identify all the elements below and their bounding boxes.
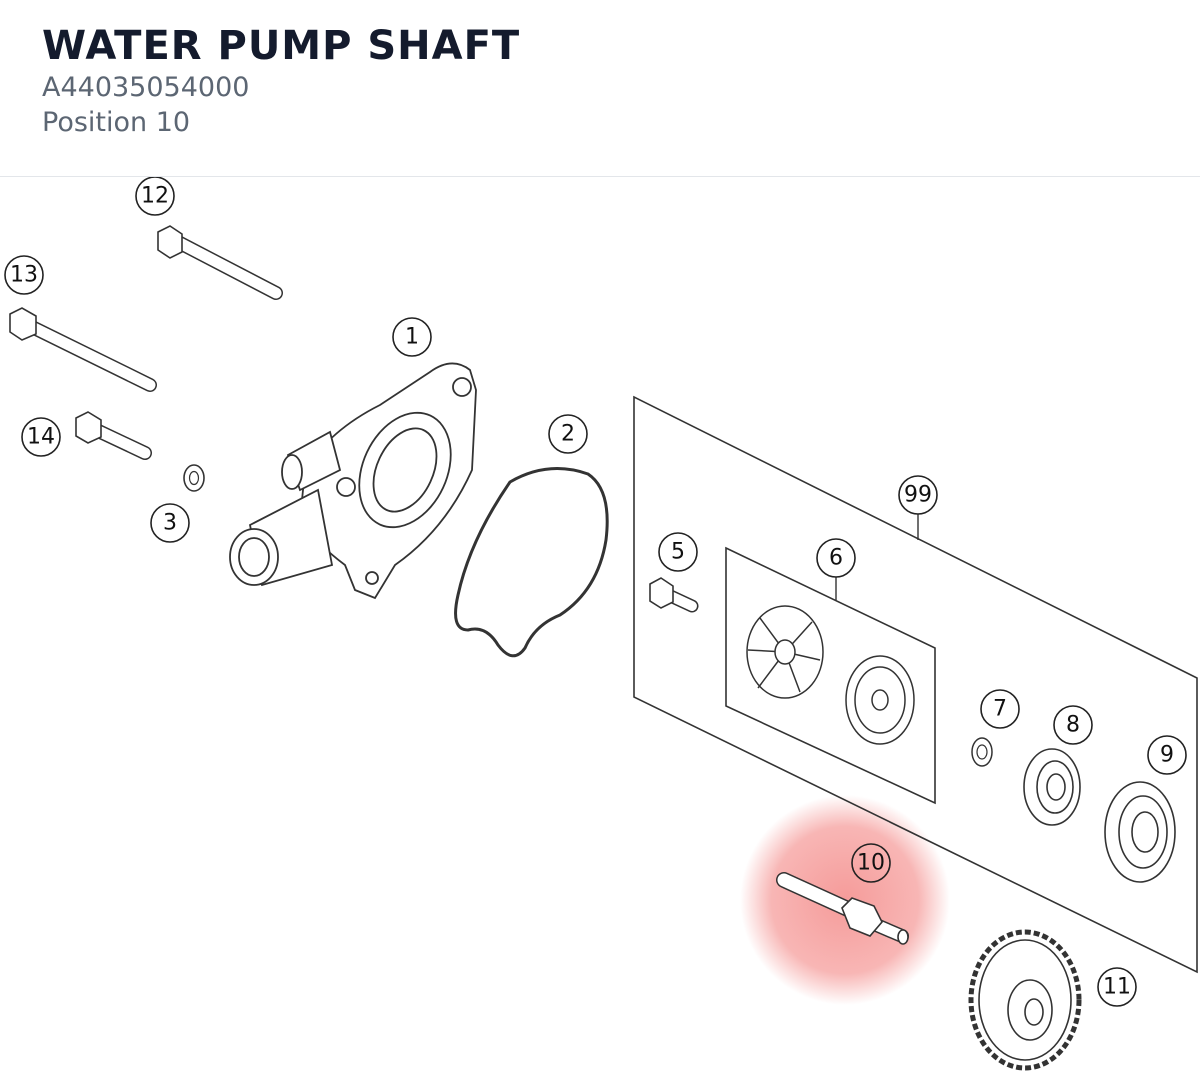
callout-11: 11 bbox=[1103, 975, 1131, 1000]
part-number: A44035054000 bbox=[42, 72, 250, 103]
seal-disc-6 bbox=[845, 655, 915, 745]
callout-10: 10 bbox=[857, 851, 885, 876]
bolt-13 bbox=[9, 307, 157, 392]
part-header: WATER PUMP SHAFT A44035054000 Position 1… bbox=[0, 0, 1200, 177]
callout-circle-13[interactable] bbox=[4, 255, 44, 295]
bolt-14 bbox=[75, 411, 152, 460]
bolt-5 bbox=[649, 577, 699, 613]
bearing-8 bbox=[1023, 748, 1081, 826]
part-title: WATER PUMP SHAFT bbox=[42, 23, 521, 69]
callout-circle-11[interactable] bbox=[1097, 967, 1137, 1007]
water-pump-shaft-10 bbox=[776, 872, 909, 945]
callout-9: 9 bbox=[1160, 743, 1174, 768]
callout-99: 99 bbox=[904, 483, 932, 508]
gear-11 bbox=[968, 929, 1082, 1071]
callout-1: 1 bbox=[405, 325, 419, 350]
callout-13: 13 bbox=[10, 263, 38, 288]
callout-circle-3[interactable] bbox=[150, 503, 190, 543]
callout-circle-7[interactable] bbox=[980, 689, 1020, 729]
gasket-2 bbox=[454, 467, 609, 658]
kit-6-frame bbox=[725, 546, 936, 805]
part-position: Position 10 bbox=[42, 107, 191, 138]
callout-circle-8[interactable] bbox=[1053, 705, 1093, 745]
callout-circle-10[interactable] bbox=[851, 843, 891, 883]
callout-circle-1[interactable] bbox=[392, 317, 432, 357]
pump-housing-1 bbox=[229, 362, 477, 600]
callout-3: 3 bbox=[163, 511, 177, 536]
callout-2: 2 bbox=[561, 422, 575, 447]
callout-5: 5 bbox=[671, 540, 685, 565]
callout-circle-99[interactable] bbox=[898, 475, 938, 515]
callout-6: 6 bbox=[829, 546, 843, 571]
callout-12: 12 bbox=[141, 184, 169, 209]
bearing-9 bbox=[1104, 781, 1176, 883]
callout-8: 8 bbox=[1066, 713, 1080, 738]
callout-circle-2[interactable] bbox=[548, 414, 588, 454]
impeller-6 bbox=[746, 605, 824, 699]
exploded-parts-diagram: 1 2 3 5 6 7 8 9 10 11 12 13 14 99 bbox=[4, 177, 1198, 1071]
callout-circle-9[interactable] bbox=[1147, 735, 1187, 775]
callout-circle-5[interactable] bbox=[658, 532, 698, 572]
kit-99-frame bbox=[633, 395, 1198, 974]
bolt-12 bbox=[157, 225, 283, 300]
callout-circle-6[interactable] bbox=[816, 538, 856, 578]
callout-7: 7 bbox=[993, 697, 1007, 722]
callout-circle-14[interactable] bbox=[21, 417, 61, 457]
callout-circle-12[interactable] bbox=[135, 177, 175, 216]
callout-14: 14 bbox=[27, 425, 55, 450]
